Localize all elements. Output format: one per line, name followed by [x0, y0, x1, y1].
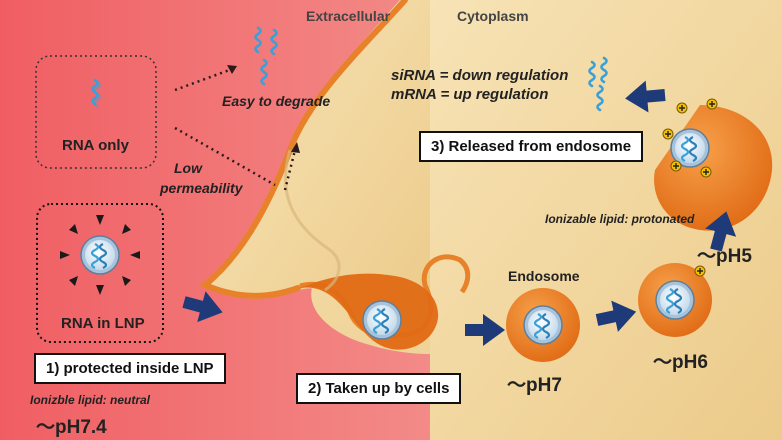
low-permeability-label-2: permeability — [160, 180, 243, 196]
ph7-label: ～pH7 — [507, 375, 562, 396]
low-permeability-label-1: Low — [174, 160, 202, 176]
step-3-box: 3) Released from endosome — [419, 131, 644, 162]
rna-in-lnp-label: RNA in LNP — [61, 315, 145, 332]
arrow-icon — [227, 65, 237, 74]
ph6-label: ～pH6 — [653, 352, 708, 373]
ph74-label: ～pH7.4 — [36, 417, 107, 438]
sirna-label: siRNA = down regulation — [391, 67, 569, 84]
mrna-label: mRNA = up regulation — [391, 86, 549, 103]
ionizable-protonated-label: Ionizable lipid: protonated — [545, 212, 695, 226]
lipid-nanoparticle-icon — [60, 215, 140, 295]
endosome-label: Endosome — [508, 268, 580, 284]
degrade-arrow-line — [174, 66, 236, 92]
step-1-box: 1) protected inside LNP — [34, 353, 226, 384]
easy-to-degrade-label: Easy to degrade — [222, 93, 331, 109]
nanoparticle-uptake-icon — [361, 299, 403, 341]
rna-only-label: RNA only — [62, 137, 129, 154]
rna-only-box — [35, 55, 157, 169]
cell-membrane — [199, 0, 408, 299]
cytoplasm-label: Cytoplasm — [457, 8, 529, 24]
ionizable-neutral-label: Ionizble lipid: neutral — [30, 393, 150, 407]
extracellular-label: Extracellular — [306, 8, 391, 24]
step-2-box: 2) Taken up by cells — [296, 373, 462, 404]
rna-in-lnp-box — [36, 203, 164, 343]
ph5-label: ～pH5 — [697, 246, 752, 267]
